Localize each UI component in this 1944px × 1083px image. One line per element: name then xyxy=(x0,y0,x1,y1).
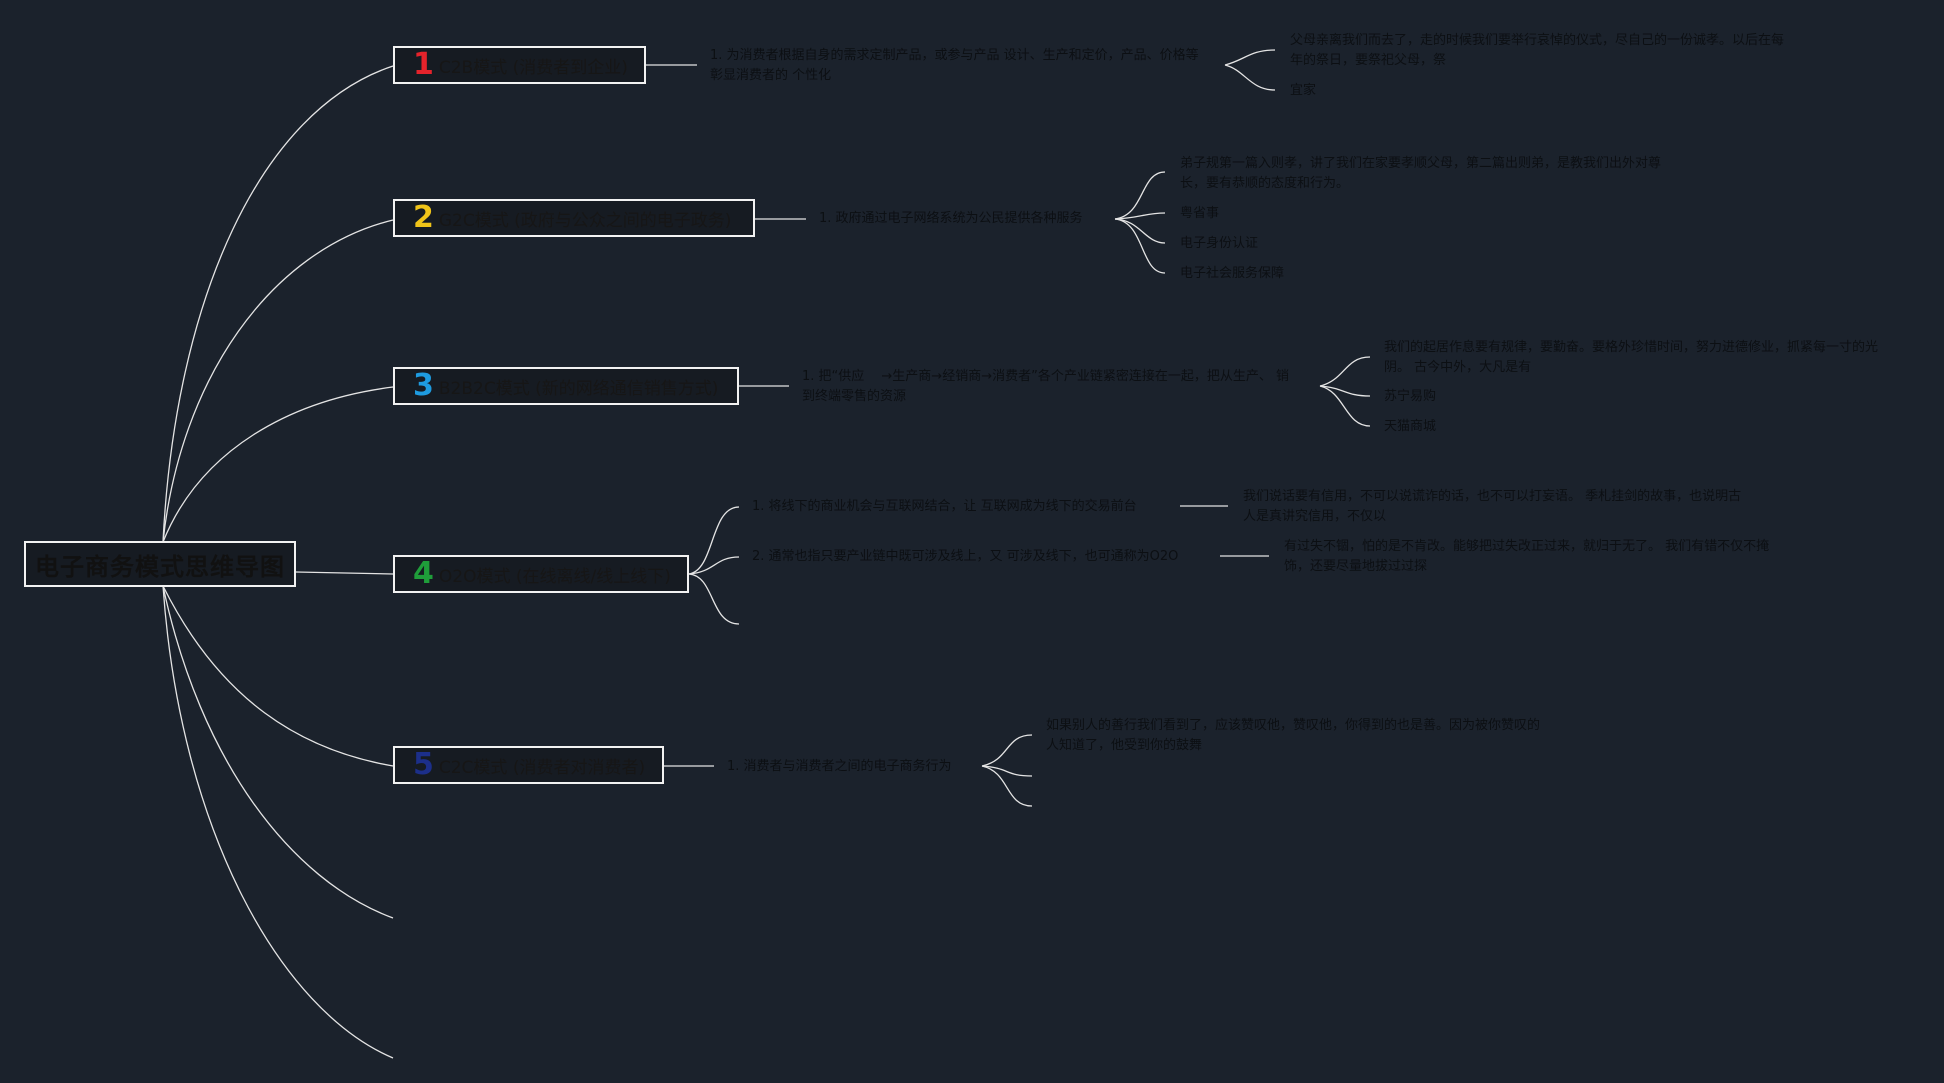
branch3-note-1[interactable]: 我们的起居作息要有规律，要勤奋。要格外珍惜时间，努力进德修业，抓紧每一寸的光阴。… xyxy=(1384,340,1879,375)
b4-fork-2 xyxy=(688,556,740,575)
branch3-detail[interactable]: 1. 把“供应 →生产商→经销商→消费者”各个产业链紧密连接在一起，把从生产、 … xyxy=(802,369,1289,404)
branch-label: C2B模式 (消费者到企业) xyxy=(438,57,628,78)
branch2-detail[interactable]: 1. 政府通过电子网络系统为公民提供各种服务 xyxy=(819,211,1083,226)
branch-c2b[interactable]: 1 C2B模式 (消费者到企业) xyxy=(393,46,646,84)
branch-number-5: 5 xyxy=(413,747,434,782)
b1-note-fork-1 xyxy=(1224,49,1276,66)
b3-note-fork-2 xyxy=(1319,385,1371,397)
root-link-4 xyxy=(295,571,394,575)
branch1-note-1[interactable]: 父母亲离我们而去了，走的时候我们要举行哀悼的仪式，尽自己的一份诚孝。以后在每年的… xyxy=(1290,33,1785,68)
b5-note-fork-1 xyxy=(981,734,1033,767)
branch-number-4: 4 xyxy=(413,556,434,591)
root-label: 电子商务模式思维导图 xyxy=(35,552,285,581)
branch-number-2: 2 xyxy=(413,200,434,235)
root-link-5 xyxy=(162,585,394,767)
branch3-note-2[interactable]: 苏宁易购 xyxy=(1384,389,1437,404)
b4-fork-1 xyxy=(688,506,740,575)
branch-o2o[interactable]: 4 O2O模式 (在线离线/线上线下) xyxy=(393,555,689,593)
branch-label: C2C模式 (消费者对消费者) xyxy=(438,757,646,778)
root-link-7 xyxy=(162,585,394,1059)
branch3-note-3[interactable]: 天猫商城 xyxy=(1384,419,1437,434)
b2-note-fork-4 xyxy=(1114,218,1166,274)
branch-label: B2B2C模式 (新的网络通信销售方式) xyxy=(438,378,719,399)
branch4-note-1[interactable]: 我们说话要有信用，不可以说谎诈的话，也不可以打妄语。 季札挂剑的故事，也说明古人… xyxy=(1243,489,1742,524)
branch-c2c[interactable]: 5 C2C模式 (消费者对消费者) xyxy=(393,746,664,784)
root-link-1 xyxy=(162,65,394,543)
b3-note-fork-3 xyxy=(1319,385,1371,427)
branch2-note-4[interactable]: 电子社会服务保障 xyxy=(1180,266,1285,281)
b5-note-fork-2 xyxy=(981,765,1033,777)
branch-b2b2c[interactable]: 3 B2B2C模式 (新的网络通信销售方式) xyxy=(393,367,739,405)
root-link-2 xyxy=(162,219,394,543)
root-node[interactable]: 电子商务模式思维导图 xyxy=(24,541,296,587)
branch2-note-1[interactable]: 弟子规第一篇入则孝，讲了我们在家要孝顺父母，第二篇出则弟，是教我们出外对尊长，要… xyxy=(1180,156,1662,191)
b2-note-fork-1 xyxy=(1114,171,1166,220)
branch-number-3: 3 xyxy=(413,368,434,403)
branch-number-1: 1 xyxy=(413,47,434,82)
branch4-detail-2[interactable]: 2. 通常也指只要产业链中既可涉及线上，又 可涉及线下，也可通称为O2O xyxy=(752,549,1179,564)
branch4-detail-1[interactable]: 1. 将线下的商业机会与互联网结合，让 互联网成为线下的交易前台 xyxy=(752,499,1137,514)
branch5-note-1[interactable]: 如果别人的善行我们看到了，应该赞叹他，赞叹他，你得到的也是善。因为被你赞叹的人知… xyxy=(1046,718,1541,753)
branch1-detail[interactable]: 1. 为消费者根据自身的需求定制产品，或参与产品 设计、生产和定价，产品、价格等… xyxy=(710,48,1199,83)
branch1-note-2[interactable]: 宜家 xyxy=(1290,83,1317,98)
b4-fork-3 xyxy=(688,573,740,625)
branch2-note-2[interactable]: 粤省事 xyxy=(1180,206,1220,221)
b3-note-fork-1 xyxy=(1319,356,1371,387)
root-link-3 xyxy=(162,386,394,543)
branch-label: G2C模式 (政府与公众之间的电子政务) xyxy=(438,210,732,231)
root-link-6 xyxy=(162,585,394,919)
branch-g2c[interactable]: 2 G2C模式 (政府与公众之间的电子政务) xyxy=(393,199,755,237)
branch5-detail[interactable]: 1. 消费者与消费者之间的电子商务行为 xyxy=(727,759,952,774)
b2-note-fork-2 xyxy=(1114,212,1166,220)
branch-label: O2O模式 (在线离线/线上线下) xyxy=(438,566,671,587)
branch4-note-2[interactable]: 有过失不锢，怕的是不肯改。能够把过失改正过来，就归于无了。 我们有错不仅不掩饰，… xyxy=(1284,539,1770,574)
branch2-note-3[interactable]: 电子身份认证 xyxy=(1180,236,1259,251)
b2-note-fork-3 xyxy=(1114,218,1166,244)
b1-note-fork-2 xyxy=(1224,64,1276,91)
b5-note-fork-3 xyxy=(981,765,1033,807)
